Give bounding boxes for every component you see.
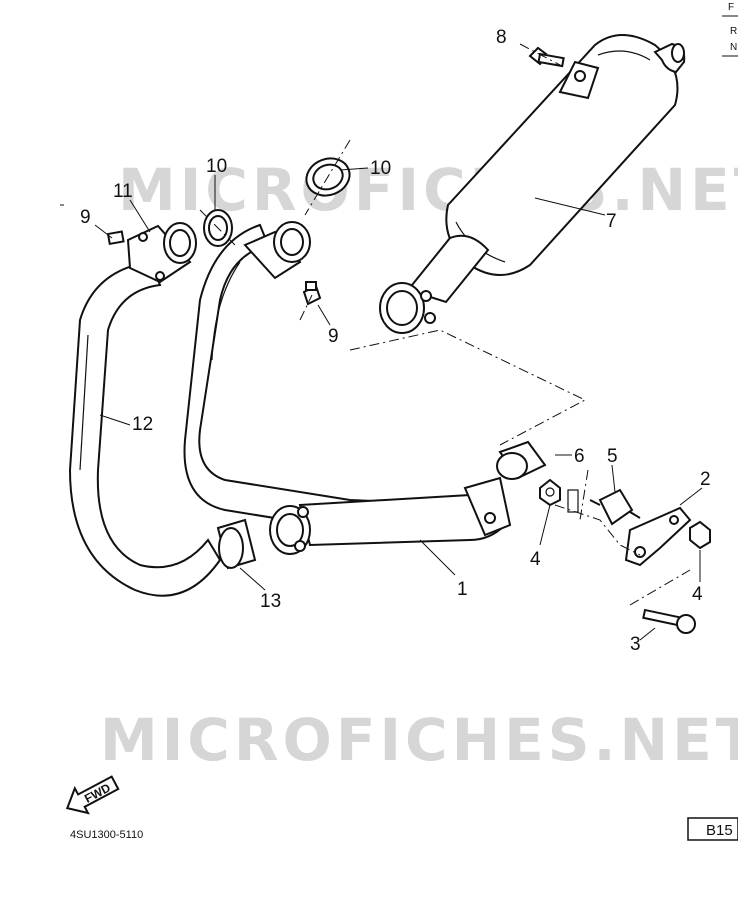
callout-10-right: 10 <box>370 158 391 179</box>
page-ref-box <box>687 817 738 841</box>
bolt-3 <box>642 608 696 634</box>
gasket-13 <box>216 518 257 570</box>
callout-11: 11 <box>113 181 133 202</box>
callout-4-right: 4 <box>692 584 703 605</box>
collar <box>567 489 579 513</box>
centerline-left-gasket <box>199 209 236 246</box>
damper-5 <box>589 488 641 526</box>
callout-3: 3 <box>630 634 641 655</box>
callout-9-right: 9 <box>328 326 339 347</box>
callout-8: 8 <box>496 27 507 48</box>
gasket-6 <box>496 440 547 480</box>
centerline-bolt8 <box>519 43 561 66</box>
forward-arrow-icon: FWD <box>65 775 120 815</box>
callout-9-left: 9 <box>80 207 91 228</box>
callout-5: 5 <box>607 446 618 467</box>
collector-pipe <box>269 476 512 555</box>
page-ref: B15 <box>706 822 733 839</box>
corner-fragment-f: F <box>728 2 734 13</box>
bracket-2 <box>624 506 692 567</box>
centerline-muffler-collector <box>349 329 587 446</box>
centerline-gasket10 <box>304 139 351 216</box>
callout-1: 1 <box>457 579 468 600</box>
watermark-bottom: MICROFICHES.NET <box>100 706 738 774</box>
nut-4-left <box>539 478 561 507</box>
callout-10-left: 10 <box>206 156 227 177</box>
callout-4-left: 4 <box>530 549 541 570</box>
callout-7: 7 <box>606 211 617 232</box>
muffler <box>379 34 686 334</box>
bolt-9-left <box>106 230 125 246</box>
callout-6: 6 <box>574 446 585 467</box>
callout-2: 2 <box>700 469 711 490</box>
centerline-damper <box>554 504 641 556</box>
corner-fragment-r: R <box>730 26 737 37</box>
centerline-bolt3 <box>629 569 691 606</box>
bolt-8 <box>528 46 565 68</box>
centerline-bolt9 <box>299 294 313 321</box>
callout-12: 12 <box>132 414 153 435</box>
diagram-code: 4SU1300-5110 <box>70 829 143 841</box>
nut-4-right <box>689 520 711 550</box>
bolt-9-right <box>302 281 322 306</box>
exhaust-pipe-left <box>68 222 222 597</box>
corner-fragment-n: N <box>730 42 737 53</box>
centerline-damper-vertical <box>579 469 589 521</box>
callout-13: 13 <box>260 591 281 612</box>
